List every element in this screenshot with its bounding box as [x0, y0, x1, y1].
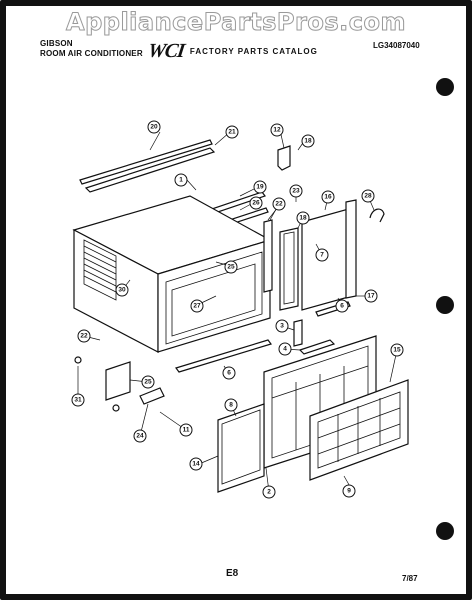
svg-text:15: 15: [393, 347, 401, 354]
callout: 3: [275, 319, 289, 333]
callout: 12: [270, 123, 284, 137]
mounting-bracket: [105, 361, 131, 401]
catalog-title: FACTORY PARTS CATALOG: [189, 47, 318, 56]
print-date: 7/87: [402, 574, 418, 583]
filter: [217, 403, 265, 493]
callout: 28: [361, 189, 375, 203]
bottom-rail: [175, 339, 272, 373]
callout: 6: [222, 366, 236, 380]
cabinet: [72, 195, 272, 353]
bracket: [277, 145, 291, 171]
svg-text:4: 4: [283, 346, 287, 353]
svg-text:18: 18: [304, 138, 312, 145]
svg-text:1: 1: [179, 177, 183, 184]
doc-code: LG34087040: [373, 41, 420, 50]
support: [139, 387, 165, 405]
svg-text:3: 3: [280, 323, 284, 330]
callout: 7: [315, 248, 329, 262]
svg-text:21: 21: [228, 129, 236, 136]
svg-text:23: 23: [292, 188, 300, 195]
cabinet-side-louvers: [83, 239, 117, 301]
front-panel: [309, 379, 409, 481]
callout: 23: [289, 184, 303, 198]
svg-text:30: 30: [118, 287, 126, 294]
svg-text:20: 20: [150, 124, 158, 131]
screw-strip: [298, 339, 336, 355]
svg-text:26: 26: [252, 200, 260, 207]
brand-name: GIBSON: [40, 39, 73, 48]
callout: 14: [189, 457, 203, 471]
callout: 22: [77, 329, 91, 343]
callout: 9: [342, 484, 356, 498]
svg-text:11: 11: [183, 427, 190, 434]
callout: 17: [364, 289, 378, 303]
svg-text:18: 18: [299, 215, 307, 222]
callouts: 20 21 12 18 1 19 23 16 26 22 18 28 25 7 …: [71, 120, 404, 499]
svg-text:7: 7: [320, 252, 324, 259]
callout: 1: [174, 173, 188, 187]
binder-hole-bottom: [436, 522, 454, 540]
top-rail-front: [79, 139, 216, 193]
svg-text:17: 17: [367, 293, 375, 300]
callout: 25: [141, 375, 155, 389]
callout: 22: [272, 197, 286, 211]
callout: 15: [390, 343, 404, 357]
svg-text:14: 14: [192, 461, 200, 468]
callout: 4: [278, 342, 292, 356]
svg-text:27: 27: [193, 303, 201, 310]
callout: 24: [133, 429, 147, 443]
binder-hole-top: [436, 78, 454, 96]
page-number: E8: [226, 568, 239, 579]
callout: 18: [296, 211, 310, 225]
callout: 20: [147, 120, 161, 134]
svg-text:24: 24: [136, 433, 144, 440]
svg-text:22: 22: [275, 201, 283, 208]
svg-text:9: 9: [347, 488, 351, 495]
callout: 8: [224, 398, 238, 412]
watermark: AppliancePartsPros.com: [66, 8, 406, 37]
callout: 26: [249, 196, 263, 210]
svg-text:12: 12: [273, 127, 281, 134]
svg-text:25: 25: [144, 379, 152, 386]
screw: [112, 404, 120, 412]
callout: 31: [71, 393, 85, 407]
header-logo: WCI FACTORY PARTS CATALOG: [147, 40, 318, 63]
product-name: ROOM AIR CONDITIONER: [40, 49, 143, 58]
header-left: GIBSON ROOM AIR CONDITIONER: [40, 39, 143, 59]
screw: [74, 356, 82, 364]
svg-text:25: 25: [227, 264, 235, 271]
callout: 2: [262, 485, 276, 499]
hook: [369, 208, 385, 223]
svg-text:16: 16: [324, 194, 332, 201]
callout: 21: [225, 125, 239, 139]
svg-text:31: 31: [74, 397, 82, 404]
callout: 27: [190, 299, 204, 313]
clip: [293, 319, 303, 347]
svg-text:6: 6: [227, 370, 231, 377]
callout: 11: [179, 423, 193, 437]
callout: 25: [224, 260, 238, 274]
callout: 6: [335, 299, 349, 313]
svg-text:28: 28: [364, 193, 372, 200]
svg-text:19: 19: [256, 184, 264, 191]
callout: 19: [253, 180, 267, 194]
svg-text:22: 22: [80, 333, 88, 340]
svg-text:2: 2: [267, 489, 271, 496]
svg-text:8: 8: [229, 402, 233, 409]
binder-hole-middle: [436, 296, 454, 314]
callout: 18: [301, 134, 315, 148]
side-posts: [263, 219, 299, 311]
callout: 30: [115, 283, 129, 297]
svg-text:6: 6: [340, 303, 344, 310]
callout: 16: [321, 190, 335, 204]
